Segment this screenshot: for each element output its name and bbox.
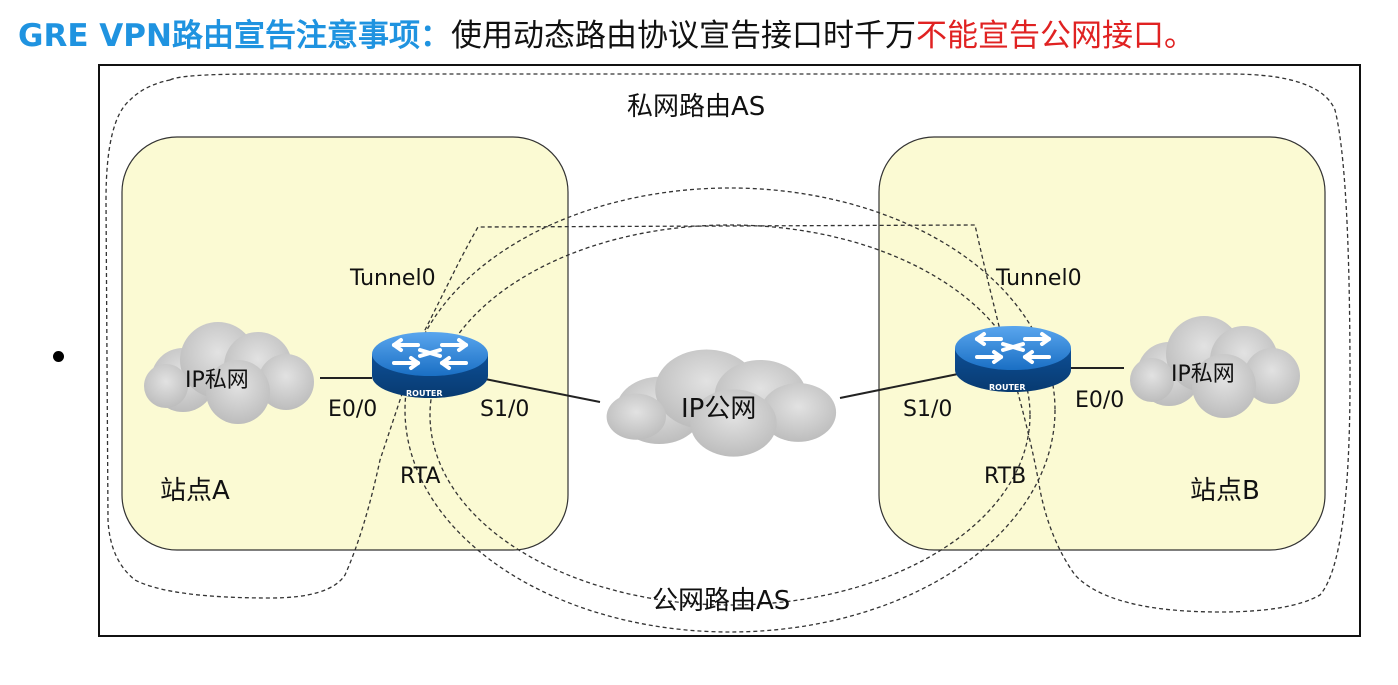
rta-badge: ROUTER xyxy=(406,389,443,398)
public-as-boundary-outer xyxy=(404,187,1056,633)
site-a-area xyxy=(121,136,569,551)
site-b-area xyxy=(878,136,1326,551)
site-b-wan-interface: S1/0 xyxy=(903,397,953,422)
public-as-boundary-inner xyxy=(429,224,1031,606)
site-a-lan-interface: E0/0 xyxy=(328,397,378,422)
site-b-lan-interface: E0/0 xyxy=(1075,388,1125,413)
public-cloud-label: IP公网 xyxy=(681,394,757,424)
site-b-name: 站点B xyxy=(1190,476,1260,506)
bullet-dot xyxy=(53,351,64,362)
site-b-tunnel-label: Tunnel0 xyxy=(996,266,1082,291)
link-rta-public xyxy=(479,377,601,403)
rta-name: RTA xyxy=(400,464,441,489)
site-b-cloud-label: IP私网 xyxy=(1171,362,1235,387)
site-a-name: 站点A xyxy=(160,476,230,506)
title-prefix: GRE VPN路由宣告注意事项： xyxy=(18,18,451,54)
slide-title: GRE VPN路由宣告注意事项：使用动态路由协议宣告接口时千万不能宣告公网接口。 xyxy=(18,14,1195,58)
rtb-name: RTB xyxy=(984,464,1027,489)
rtb-badge: ROUTER xyxy=(989,383,1026,392)
site-a-cloud-label: IP私网 xyxy=(185,368,249,393)
private-as-boundary xyxy=(105,73,1351,613)
title-middle: 使用动态路由协议宣告接口时千万 xyxy=(450,18,916,54)
link-public-rtb xyxy=(839,373,959,399)
site-a-wan-interface: S1/0 xyxy=(480,397,530,422)
title-warning: 不能宣告公网接口。 xyxy=(915,18,1195,54)
public-as-label: 公网路由AS xyxy=(652,586,791,616)
site-a-tunnel-label: Tunnel0 xyxy=(350,266,436,291)
private-as-label: 私网路由AS xyxy=(627,92,766,122)
